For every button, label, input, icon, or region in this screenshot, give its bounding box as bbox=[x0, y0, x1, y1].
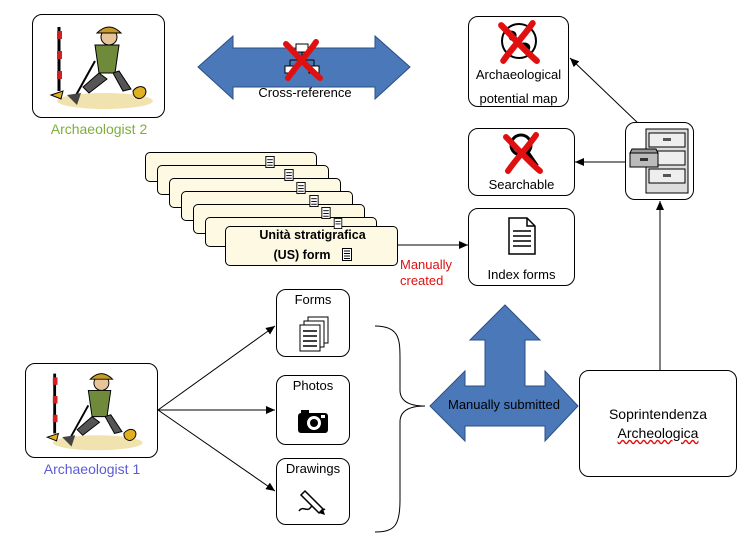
manually-created-line1: Manually bbox=[400, 257, 453, 272]
arrow-to-forms bbox=[157, 325, 276, 411]
arrow-to-potential-map bbox=[569, 57, 641, 126]
document-icon bbox=[284, 169, 294, 181]
archaeologist-digging-icon bbox=[45, 373, 143, 451]
arrow-to-drawings bbox=[157, 409, 276, 492]
forms-label: Forms bbox=[294, 292, 332, 307]
potential-map-line2: potential map bbox=[479, 91, 558, 106]
red-cross-icon bbox=[503, 132, 543, 174]
document-icon bbox=[321, 207, 331, 219]
index-forms-label: Index forms bbox=[487, 267, 556, 282]
soprintendenza-line2: Archeologica bbox=[617, 425, 699, 441]
document-icon bbox=[309, 195, 319, 207]
potential-map-box: Archaeological potential map bbox=[468, 16, 569, 107]
drawings-label: Drawings bbox=[285, 461, 341, 476]
photos-box: Photos bbox=[276, 375, 350, 445]
manually-submitted-arrow bbox=[429, 304, 579, 443]
stacked-documents-icon bbox=[299, 316, 329, 352]
document-icon bbox=[508, 217, 536, 255]
manually-submitted-label: Manually submitted bbox=[448, 397, 560, 412]
archaeologist-1-box bbox=[25, 363, 158, 458]
red-cross-icon bbox=[283, 39, 323, 81]
drawings-box: Drawings bbox=[276, 458, 350, 525]
searchable-label: Searchable bbox=[488, 177, 555, 192]
cross-reference-label: Cross-reference bbox=[258, 85, 352, 100]
photos-label: Photos bbox=[292, 378, 334, 393]
document-icon bbox=[333, 218, 343, 229]
potential-map-line1: Archaeological bbox=[475, 67, 562, 82]
soprintendenza-line1: Soprintendenza bbox=[608, 406, 708, 422]
manually-created-line2: created bbox=[400, 273, 444, 288]
soprintendenza-box: Soprintendenza Archeologica bbox=[579, 370, 737, 477]
archaeologist-2-box bbox=[32, 14, 165, 118]
index-forms-box: Index forms bbox=[468, 208, 575, 286]
archaeologist-2-label: Archaeologist 2 bbox=[50, 121, 148, 137]
searchable-box: Searchable bbox=[468, 128, 575, 196]
filing-cabinet-box bbox=[625, 122, 694, 200]
forms-box: Forms bbox=[276, 289, 350, 357]
group-brace bbox=[374, 325, 426, 533]
archaeologist-digging-icon bbox=[49, 26, 153, 109]
red-cross-icon bbox=[498, 20, 540, 64]
filing-cabinet-icon bbox=[629, 128, 689, 194]
document-icon bbox=[265, 156, 275, 168]
us-form-subtitle: (US) form bbox=[273, 248, 331, 262]
us-form-card: Unità stratigrafica (US) form bbox=[225, 226, 398, 266]
cross-reference-arrow bbox=[197, 34, 411, 101]
document-icon bbox=[342, 248, 352, 261]
pen-drawing-icon bbox=[298, 489, 326, 515]
us-form-title: Unità stratigrafica bbox=[259, 228, 366, 242]
camera-icon bbox=[298, 410, 328, 433]
archaeologist-1-label: Archaeologist 1 bbox=[43, 461, 141, 477]
document-icon bbox=[296, 182, 306, 194]
